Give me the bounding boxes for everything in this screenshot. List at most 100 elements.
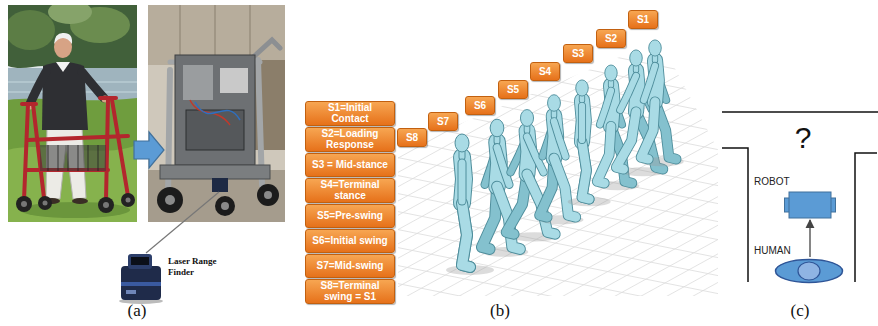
corridor-walls: [855, 153, 877, 282]
walker-photo: [30, 72, 46, 104]
grid-line: [390, 66, 740, 136]
walking-figure: [616, 112, 636, 169]
human-symbol: [774, 258, 844, 284]
grid-line: [88, 69, 508, 300]
walker-photo: [56, 62, 70, 72]
walking-figure: [582, 142, 589, 199]
robot-photo: [195, 102, 240, 120]
grid-line: [390, 300, 740, 326]
walker-photo: [40, 145, 106, 171]
grid-line: [390, 264, 740, 326]
grid-line: [166, 69, 586, 300]
walking-figure: [490, 119, 504, 137]
walker-photo: [103, 202, 109, 208]
walking-figure: [600, 91, 611, 125]
walking-figure: [497, 148, 509, 185]
phase-tag-text: S4: [536, 66, 554, 77]
gait-phase-box: S2=Loading Response: [305, 127, 395, 152]
laser-range-finder-icon: [121, 266, 161, 300]
robot-photo: [186, 110, 244, 150]
walker-photo: [21, 201, 27, 207]
walking-figure: [548, 95, 561, 112]
walker-photo: [106, 100, 108, 200]
robot-label: ROBOT: [754, 176, 836, 188]
walker-photo: [82, 72, 104, 98]
walker-photo: [8, 10, 55, 50]
walker-photo: [8, 5, 137, 222]
grid-line: [390, 102, 740, 172]
laser-range-finder-icon: [126, 290, 136, 294]
grid-line: [390, 30, 740, 100]
walker-photo: [38, 196, 52, 210]
laser-range-finder-icon: [121, 282, 161, 286]
walking-figure: [462, 157, 464, 203]
robot-node: ROBOT: [754, 176, 836, 219]
walking-figure: [597, 126, 611, 183]
phase-label: S5=Pre-swing: [317, 211, 383, 222]
walking-figure: [462, 203, 470, 267]
walking-figure: [579, 106, 585, 140]
grid-line: [582, 69, 878, 300]
walking-figure: [506, 174, 527, 234]
robot-photo: [257, 184, 279, 206]
robot-photo: [160, 165, 270, 179]
phase-label: S4=Terminal stance: [310, 180, 390, 201]
walking-figure: [458, 163, 467, 201]
walking-figure: [616, 50, 664, 176]
phase-tag: S7: [428, 112, 458, 131]
walker-photo: [72, 198, 88, 204]
walker-photo: [48, 145, 98, 171]
gait-phase-box: S3 = Mid-stance: [305, 153, 395, 177]
walker-photo: [24, 104, 28, 200]
walking-figure: [616, 112, 636, 169]
walker-photo: [112, 100, 128, 196]
transition-arrow: [134, 132, 164, 168]
walker-photo: [43, 201, 48, 206]
panel-caption: (b): [490, 301, 510, 321]
walking-figure: [582, 142, 589, 199]
phase-label: S3 = Mid-stance: [312, 160, 388, 171]
walking-figure: [506, 174, 527, 234]
corridor-walls: [722, 148, 748, 282]
phase-tag: S5: [498, 80, 528, 99]
part-label: Laser Range Finder: [168, 256, 230, 278]
human-node: HUMAN: [754, 245, 844, 284]
robot-photo: [215, 196, 235, 216]
grid-line: [686, 69, 878, 300]
grid-line: [390, 156, 740, 226]
walking-figure: [630, 50, 643, 66]
walking-figure: [641, 40, 684, 166]
walker-photo: [121, 193, 135, 207]
phase-tag-text: S2: [602, 33, 620, 44]
grid-line: [738, 69, 878, 300]
floor-grid: [88, 12, 878, 326]
leader-line: [146, 192, 219, 253]
walking-figure: [605, 65, 617, 81]
walking-figure: [582, 142, 589, 199]
grid-line: [348, 69, 768, 300]
gait-phase-box: S4=Terminal stance: [305, 178, 395, 203]
walking-figure: [462, 203, 470, 267]
grid-line: [390, 12, 740, 82]
phase-tag-text: S3: [569, 48, 587, 59]
phase-tag-text: S6: [471, 100, 489, 111]
panel-caption: (a): [128, 301, 147, 321]
walker-photo: [22, 98, 128, 200]
walking-figure: [506, 110, 557, 242]
grid-line: [712, 69, 878, 300]
grid-line: [270, 69, 690, 300]
robot-photo: [221, 202, 229, 210]
walking-figure: [579, 106, 585, 140]
walking-figure: [578, 106, 586, 140]
walking-figure: [641, 102, 655, 159]
robot-photo: [220, 68, 248, 93]
walking-figure: [458, 163, 467, 201]
phase-tag-text: S8: [403, 132, 421, 143]
grid-line: [192, 69, 612, 300]
phase-tag: S6: [465, 96, 495, 115]
phase-tag: S8: [397, 128, 427, 147]
walker-photo: [98, 197, 114, 213]
laser-range-finder-icon: [119, 254, 163, 304]
grid-line: [478, 69, 878, 300]
